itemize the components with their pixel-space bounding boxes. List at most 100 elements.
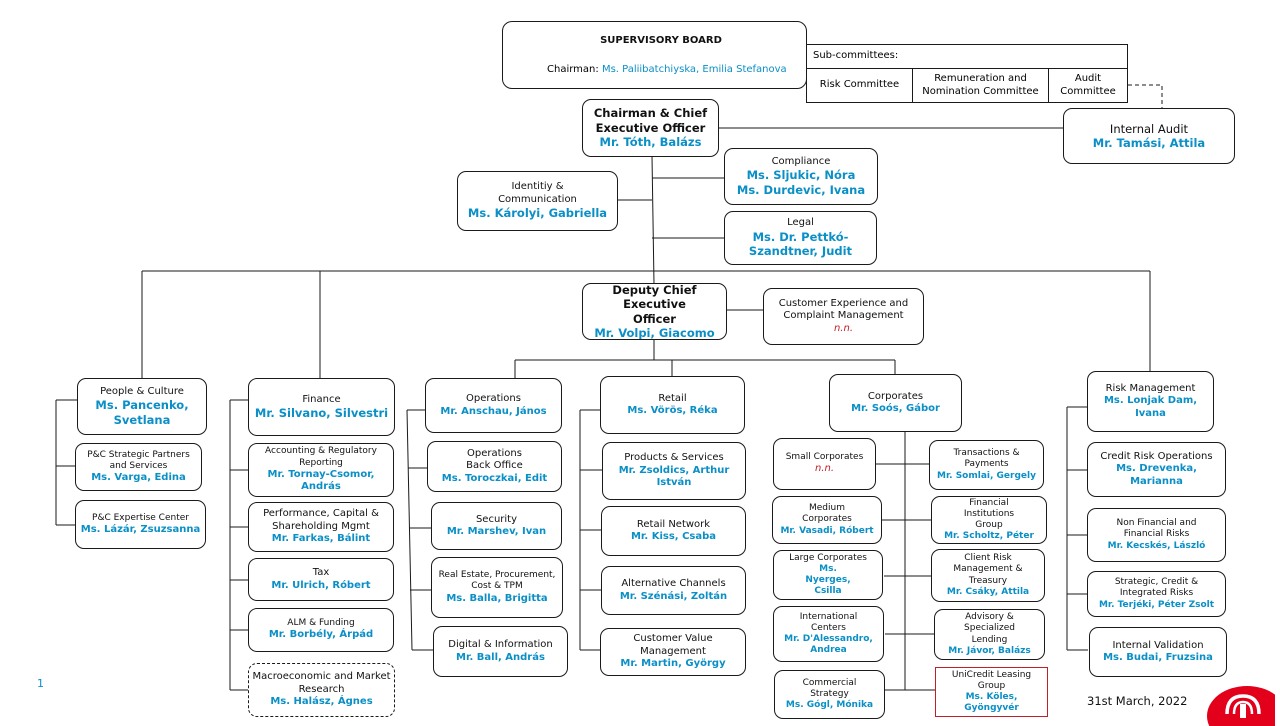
compliance-name: Ms. Sljukic, Nóra Ms. Durdevic, Ivana (736, 168, 866, 197)
audit-committee[interactable]: Audit Committee (1048, 68, 1128, 103)
identity-title: Identitiy & Communication (498, 181, 577, 205)
medium-corporates-box[interactable]: Medium Corporates Mr. Vasadi, Róbert (772, 496, 882, 544)
pc-expertise-title: P&C Expertise Center (92, 512, 189, 523)
deputy-ceo-name: Mr. Volpi, Giacomo (594, 325, 715, 340)
strategic-risks-name: Mr. Terjéki, Péter Zsolt (1098, 599, 1215, 610)
non-financial-risks-title: Non Financial and Financial Risks (1116, 518, 1197, 540)
compliance-title: Compliance (771, 155, 831, 167)
client-risk-name: Mr. Csáky, Attila (946, 586, 1030, 597)
retail-network-box[interactable]: Retail Network Mr. Kiss, Csaba (601, 506, 746, 556)
internal-audit-box[interactable]: Internal Audit Mr. Tamási, Attila (1063, 108, 1235, 164)
ceo-box[interactable]: Chairman & Chief Executive Officer Mr. T… (582, 99, 719, 157)
digital-info-box[interactable]: Digital & Information Mr. Ball, András (433, 626, 568, 677)
deputy-ceo-box[interactable]: Deputy Chief Executive Officer Mr. Volpi… (582, 283, 727, 340)
macro-research-box[interactable]: Macroeconomic and Market Research Ms. Ha… (248, 663, 395, 717)
accounting-title: Accounting & Regulatory Reporting (265, 446, 377, 468)
internal-validation-box[interactable]: Internal Validation Ms. Budai, Fruzsina (1089, 627, 1227, 677)
credit-risk-ops-name: Ms. Drevenka, Marianna (1116, 463, 1197, 487)
supervisory-board-chairman: Chairman: Ms. Paliibatchiyska, Emilia St… (547, 64, 787, 77)
alm-box[interactable]: ALM & Funding Mr. Borbély, Árpád (248, 608, 394, 652)
real-estate-box[interactable]: Real Estate, Procurement, Cost & TPM Ms.… (431, 557, 563, 618)
non-financial-risks-box[interactable]: Non Financial and Financial Risks Mr. Ke… (1087, 508, 1226, 562)
operations-box[interactable]: Operations Mr. Anschau, János (425, 378, 562, 433)
non-financial-risks-name: Mr. Kecskés, László (1107, 540, 1206, 551)
pc-strategic-name: Ms. Varga, Edina (91, 472, 186, 483)
internal-audit-title: Internal Audit (1109, 121, 1189, 136)
deputy-ceo-title: Deputy Chief Executive Officer (612, 283, 697, 326)
performance-box[interactable]: Performance, Capital & Shareholding Mgmt… (248, 502, 394, 552)
ceo-title: Chairman & Chief Executive Officer (593, 106, 708, 135)
transactions-payments-title: Transactions & Payments (953, 448, 1020, 470)
chairman-label: Chairman: (547, 64, 599, 75)
performance-title: Performance, Capital & Shareholding Mgmt (263, 508, 379, 532)
digital-info-name: Mr. Ball, András (456, 651, 545, 663)
international-centers-title: International Centers (799, 611, 858, 633)
pc-strategic-box[interactable]: P&C Strategic Partners and Services Ms. … (75, 443, 202, 491)
credit-risk-ops-box[interactable]: Credit Risk Operations Ms. Drevenka, Mar… (1087, 442, 1226, 497)
operations-title: Operations (466, 393, 521, 404)
transactions-payments-box[interactable]: Transactions & Payments Mr. Somlai, Gerg… (929, 440, 1044, 490)
unicredit-leasing-title: UniCredit Leasing Group (951, 669, 1032, 691)
compliance-box[interactable]: Compliance Ms. Sljukic, Nóra Ms. Durdevi… (724, 148, 878, 205)
retail-network-title: Retail Network (636, 518, 711, 530)
retail-name: Ms. Vörös, Réka (627, 405, 718, 416)
date-label: 31st March, 2022 (1087, 694, 1188, 708)
identity-box[interactable]: Identitiy & Communication Ms. Károlyi, G… (457, 171, 618, 231)
unicredit-leasing-box[interactable]: UniCredit Leasing Group Ms. Köles, Gyöng… (935, 667, 1048, 717)
ceo-name: Mr. Tóth, Balázs (599, 135, 702, 150)
ops-back-office-box[interactable]: Operations Back Office Ms. Toroczkai, Ed… (427, 441, 562, 492)
international-centers-box[interactable]: International Centers Mr. D'Alessandro, … (773, 606, 884, 662)
customer-value-box[interactable]: Customer Value Management Mr. Martin, Gy… (600, 628, 746, 676)
risk-committee[interactable]: Risk Committee (806, 68, 913, 103)
credit-risk-ops-title: Credit Risk Operations (1100, 450, 1213, 462)
retail-box[interactable]: Retail Ms. Vörös, Réka (600, 376, 745, 434)
unicredit-logo-icon (1207, 686, 1275, 726)
security-box[interactable]: Security Mr. Marshev, Ivan (431, 502, 562, 550)
people-culture-box[interactable]: People & Culture Ms. Pancenko, Svetlana (77, 378, 207, 435)
people-culture-name: Ms. Pancenko, Svetlana (95, 398, 189, 427)
corporates-box[interactable]: Corporates Mr. Soós, Gábor (829, 374, 962, 432)
alm-title: ALM & Funding (287, 618, 355, 629)
customer-experience-name: n.n. (833, 322, 854, 334)
customer-value-name: Mr. Martin, György (620, 658, 726, 670)
ops-back-office-name: Ms. Toroczkai, Edit (441, 472, 548, 484)
small-corporates-box[interactable]: Small Corporates n.n. (773, 438, 876, 490)
small-corporates-title: Small Corporates (785, 452, 864, 463)
medium-corporates-title: Medium Corporates (802, 503, 852, 525)
remuneration-committee[interactable]: Remuneration and Nomination Committee (912, 68, 1049, 103)
supervisory-board-box[interactable]: SUPERVISORY BOARD Chairman: Ms. Paliibat… (502, 21, 807, 89)
advisory-lending-box[interactable]: Advisory & Specialized Lending Mr. Jávor… (934, 609, 1045, 660)
risk-management-name: Ms. Lonjak Dam, Ivana (1103, 395, 1198, 419)
pc-strategic-title: P&C Strategic Partners and Services (87, 449, 190, 471)
tax-name: Mr. Ulrich, Róbert (271, 579, 371, 591)
strategic-risks-box[interactable]: Strategic, Credit & Integrated Risks Mr.… (1087, 571, 1226, 617)
client-risk-box[interactable]: Client Risk Management & Treasury Mr. Cs… (931, 549, 1045, 602)
finance-name: Mr. Silvano, Silvestri (254, 406, 389, 421)
legal-box[interactable]: Legal Ms. Dr. Pettkó-Szandtner, Judit (724, 211, 877, 265)
finance-box[interactable]: Finance Mr. Silvano, Silvestri (248, 378, 395, 436)
commercial-strategy-box[interactable]: Commercial Strategy Ms. Gógl, Mónika (774, 670, 885, 719)
risk-management-box[interactable]: Risk Management Ms. Lonjak Dam, Ivana (1087, 371, 1214, 432)
tax-box[interactable]: Tax Mr. Ulrich, Róbert (248, 558, 394, 601)
performance-name: Mr. Farkas, Bálint (271, 533, 371, 545)
ops-back-office-title: Operations Back Office (466, 447, 523, 472)
retail-title: Retail (658, 392, 687, 404)
small-corporates-name: n.n. (814, 463, 835, 475)
retail-network-name: Mr. Kiss, Csaba (630, 531, 717, 542)
accounting-box[interactable]: Accounting & Regulatory Reporting Mr. To… (248, 443, 394, 497)
pc-expertise-box[interactable]: P&C Expertise Center Ms. Lázár, Zsuzsann… (75, 500, 206, 549)
tax-title: Tax (312, 567, 330, 578)
large-corporates-box[interactable]: Large Corporates Ms. Nyerges, Csilla (773, 550, 883, 600)
alm-name: Mr. Borbély, Árpád (268, 629, 374, 641)
real-estate-name: Ms. Balla, Brigitta (446, 592, 548, 604)
alt-channels-box[interactable]: Alternative Channels Mr. Szénási, Zoltán (601, 566, 746, 615)
internal-validation-name: Ms. Budai, Fruzsina (1103, 652, 1213, 663)
fig-title: Financial Institutions Group (963, 497, 1015, 531)
risk-management-title: Risk Management (1105, 382, 1196, 394)
fig-box[interactable]: Financial Institutions Group Mr. Scholtz… (931, 496, 1047, 544)
products-services-title: Products & Services (624, 452, 724, 464)
products-services-box[interactable]: Products & Services Mr. Zsoldics, Arthur… (602, 442, 746, 500)
internal-validation-title: Internal Validation (1112, 639, 1204, 651)
customer-experience-box[interactable]: Customer Experience and Complaint Manage… (763, 288, 924, 345)
